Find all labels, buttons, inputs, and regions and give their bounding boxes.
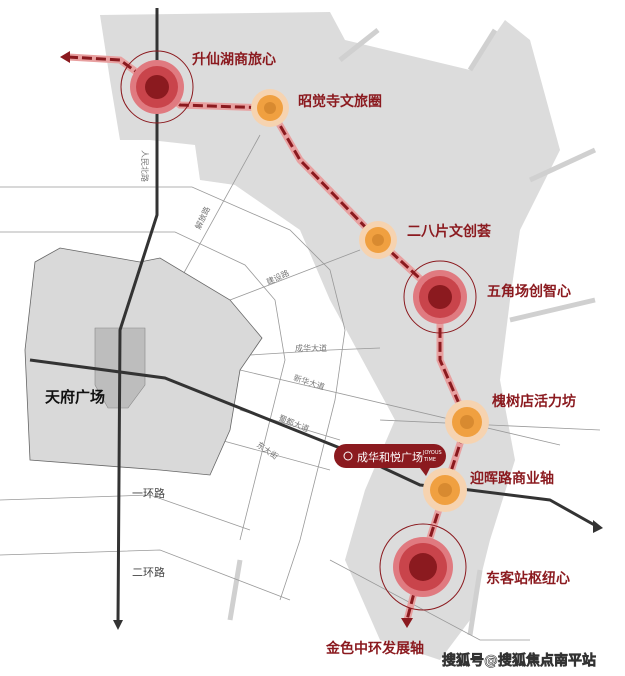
- landmark-tianfu: 天府广场: [45, 388, 105, 406]
- axis-label: 金色中环发展轴: [325, 640, 424, 657]
- label-node-7: 东客站枢纽心: [486, 570, 570, 587]
- label-node-6: 迎晖路商业轴: [470, 470, 554, 487]
- road-network: [0, 134, 601, 641]
- node-yinghuilu[interactable]: [423, 468, 467, 512]
- project-tag[interactable]: 成华和悦广场 JOYOUS TIME: [334, 444, 446, 476]
- node-dongkezhan[interactable]: [379, 523, 467, 611]
- road-chenghua: 成华大道: [295, 343, 327, 353]
- node-zhaojuesi[interactable]: [251, 89, 289, 127]
- ring-road-1: 一环路: [132, 487, 165, 500]
- label-node-4: 五角场创智心: [487, 283, 571, 300]
- road-xinhua: 新华大道: [292, 372, 326, 391]
- label-node-5: 槐树店活力坊: [491, 393, 576, 410]
- node-wujiaochang[interactable]: [403, 260, 477, 334]
- road-renminbei: 人民北路: [140, 150, 150, 182]
- project-name: 成华和悦广场: [357, 450, 423, 464]
- expansion-arrows: [227, 28, 597, 636]
- node-shengxianhu[interactable]: [120, 50, 194, 124]
- label-node-2: 昭觉寺文旅圈: [298, 93, 382, 110]
- node-erbapian[interactable]: [359, 221, 397, 259]
- project-en-1: JOYOUS: [422, 450, 442, 456]
- ring-road-2: 二环路: [132, 566, 165, 579]
- node-huaishudian[interactable]: [445, 400, 489, 444]
- project-en-2: TIME: [423, 457, 436, 463]
- watermark: 搜狐号@搜狐焦点南平站: [442, 652, 596, 669]
- road-jianshe: 建设路: [265, 268, 291, 287]
- label-node-3: 二八片文创荟: [407, 223, 492, 240]
- label-node-1: 升仙湖商旅心: [192, 51, 276, 68]
